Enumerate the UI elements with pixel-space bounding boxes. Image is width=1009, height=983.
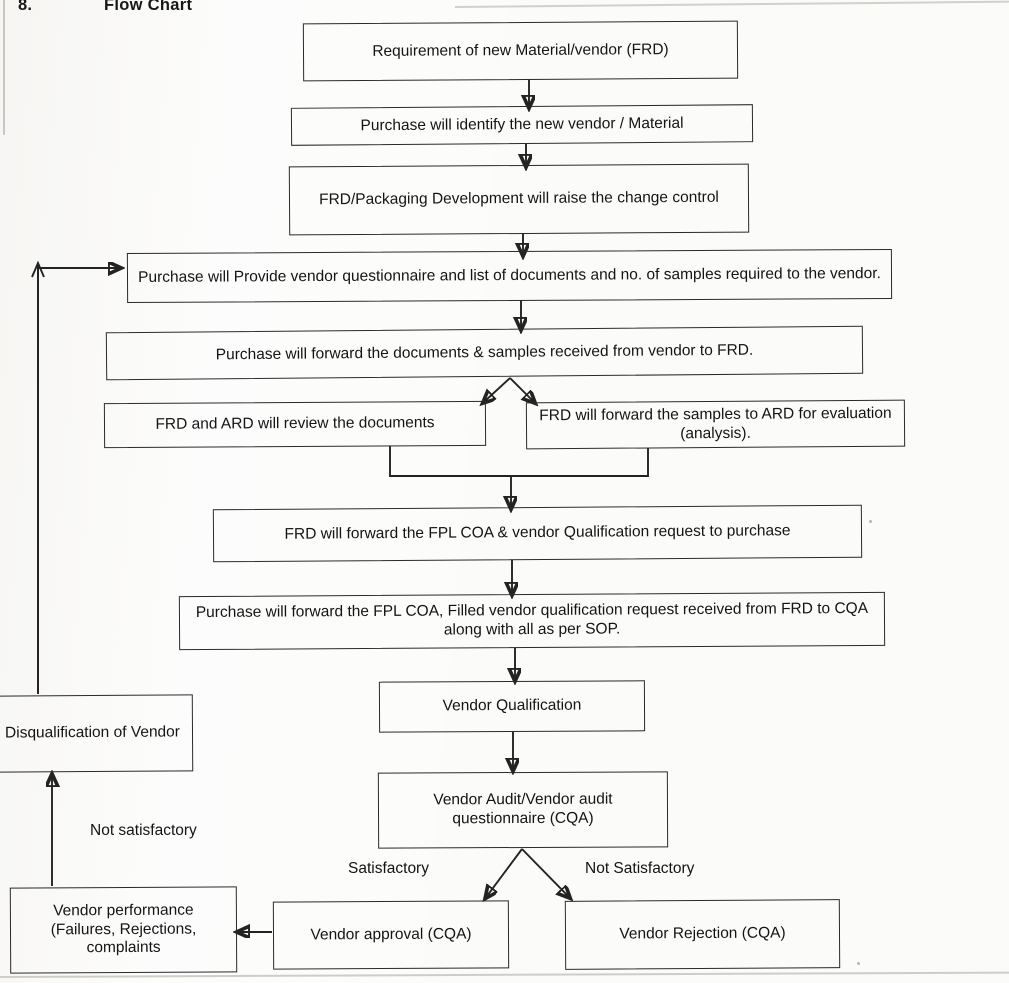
flow-node-label: Vendor performance (Failures, Rejections… xyxy=(50,901,197,957)
flow-node-n4[interactable]: Purchase will Provide vendor questionnai… xyxy=(126,248,893,304)
edge-label-not-satisfactory-performance: Not satisfactory xyxy=(90,822,197,839)
flow-node-n3[interactable]: FRD/Packaging Development will raise the… xyxy=(288,163,750,236)
flow-node-label: Requirement of new Material/vendor (FRD) xyxy=(372,40,669,60)
page-edge-top xyxy=(454,0,1009,8)
flow-node-label: Purchase will forward the documents & sa… xyxy=(215,341,754,363)
flow-node-label: FRD and ARD will review the documents xyxy=(155,414,435,433)
flow-node-label: Purchase will identify the new vendor / … xyxy=(360,114,684,134)
flow-node-n14[interactable]: Vendor performance (Failures, Rejections… xyxy=(9,886,238,974)
flow-node-label: Vendor approval (CQA) xyxy=(310,925,472,943)
flow-node-n12[interactable]: Vendor approval (CQA) xyxy=(272,900,510,970)
flow-node-label: Vendor Audit/Vendor audit questionnaire … xyxy=(433,790,613,828)
edge-label-not-satisfactory: Not Satisfactory xyxy=(585,860,695,877)
flow-node-label: Purchase will Provide vendor questionnai… xyxy=(138,264,881,286)
scan-speck xyxy=(857,962,860,965)
flow-node-n10[interactable]: Vendor Qualification xyxy=(378,680,646,733)
flow-node-label: Vendor Rejection (CQA) xyxy=(619,924,786,943)
page-title: Flow Chart xyxy=(104,0,193,14)
page-edge-left xyxy=(3,0,5,135)
flow-node-n2[interactable]: Purchase will identify the new vendor / … xyxy=(290,104,754,146)
flow-node-label: FRD will forward the samples to ARD for … xyxy=(539,404,892,442)
flow-node-n13[interactable]: Vendor Rejection (CQA) xyxy=(564,899,841,970)
section-number: 8. xyxy=(18,0,33,14)
flow-node-n15[interactable]: Disqualification of Vendor xyxy=(0,694,194,773)
flow-node-label: Disqualification of Vendor xyxy=(4,723,180,742)
flow-node-n8[interactable]: FRD will forward the FPL COA & vendor Qu… xyxy=(212,504,863,563)
flow-node-label: FRD/Packaging Development will raise the… xyxy=(319,188,719,209)
flow-node-n1[interactable]: Requirement of new Material/vendor (FRD) xyxy=(302,20,739,82)
flow-node-n5[interactable]: Purchase will forward the documents & sa… xyxy=(105,325,864,381)
flow-node-label: FRD will forward the FPL COA & vendor Qu… xyxy=(284,522,791,543)
flow-node-label: Purchase will forward the FPL COA, Fille… xyxy=(195,600,869,639)
flow-node-n6[interactable]: FRD and ARD will review the documents xyxy=(103,400,487,449)
edge-label-satisfactory: Satisfactory xyxy=(348,860,429,877)
flow-node-n9[interactable]: Purchase will forward the FPL COA, Fille… xyxy=(178,591,886,651)
flow-node-n11[interactable]: Vendor Audit/Vendor audit questionnaire … xyxy=(377,771,669,849)
flow-node-label: Vendor Qualification xyxy=(442,696,582,715)
flow-node-n7[interactable]: FRD will forward the samples to ARD for … xyxy=(525,399,906,450)
scan-speck xyxy=(869,520,872,523)
